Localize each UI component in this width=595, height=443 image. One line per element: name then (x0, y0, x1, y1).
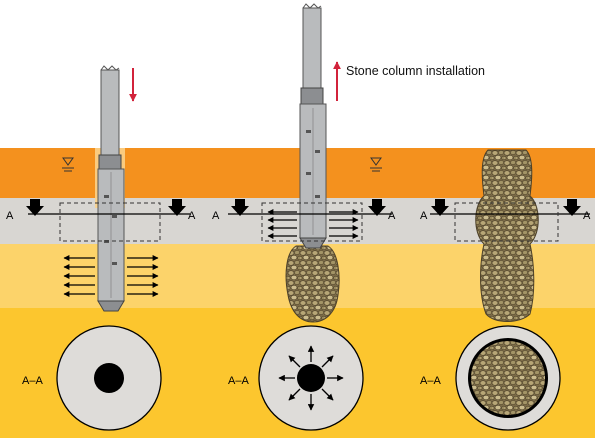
section-label-right: A (388, 210, 396, 222)
section-marker-icon (368, 199, 386, 216)
section-marker-icon (168, 199, 186, 216)
section-box (59, 202, 161, 242)
section-label-right: A (188, 210, 196, 222)
vibroflot (299, 3, 327, 249)
section-marker-icon (563, 199, 581, 216)
lateral-arrow-icon (63, 255, 159, 297)
section-label-left: A (6, 210, 14, 222)
section-view-label: A–A (228, 375, 249, 387)
section-marker-icon (231, 199, 249, 216)
section-label-left: A (420, 210, 428, 222)
caption: Stone column installation (346, 64, 485, 78)
section-view-compaction (258, 325, 364, 431)
section-view-label: A–A (420, 375, 441, 387)
section-view-completed (455, 325, 561, 431)
section-view-label: A–A (22, 375, 43, 387)
stage-compaction: Stone column installation A A (212, 3, 485, 431)
section-box (261, 202, 363, 242)
stage-completed: A A A–A (420, 149, 591, 431)
sky-band (0, 0, 595, 148)
lateral-arrow-icon (267, 209, 359, 239)
stone-bulb (285, 245, 340, 323)
section-marker-icon (26, 199, 44, 216)
section-marker-icon (431, 199, 449, 216)
stone-column (475, 149, 539, 322)
section-label-left: A (212, 210, 220, 222)
stage-penetration: A A A–A (6, 65, 196, 431)
vibroflot (97, 65, 125, 312)
section-box (454, 202, 559, 242)
water-table-icon (62, 157, 74, 172)
water-table-icon (370, 157, 382, 172)
section-view-penetration (56, 325, 162, 431)
section-label-right: A (583, 210, 591, 222)
